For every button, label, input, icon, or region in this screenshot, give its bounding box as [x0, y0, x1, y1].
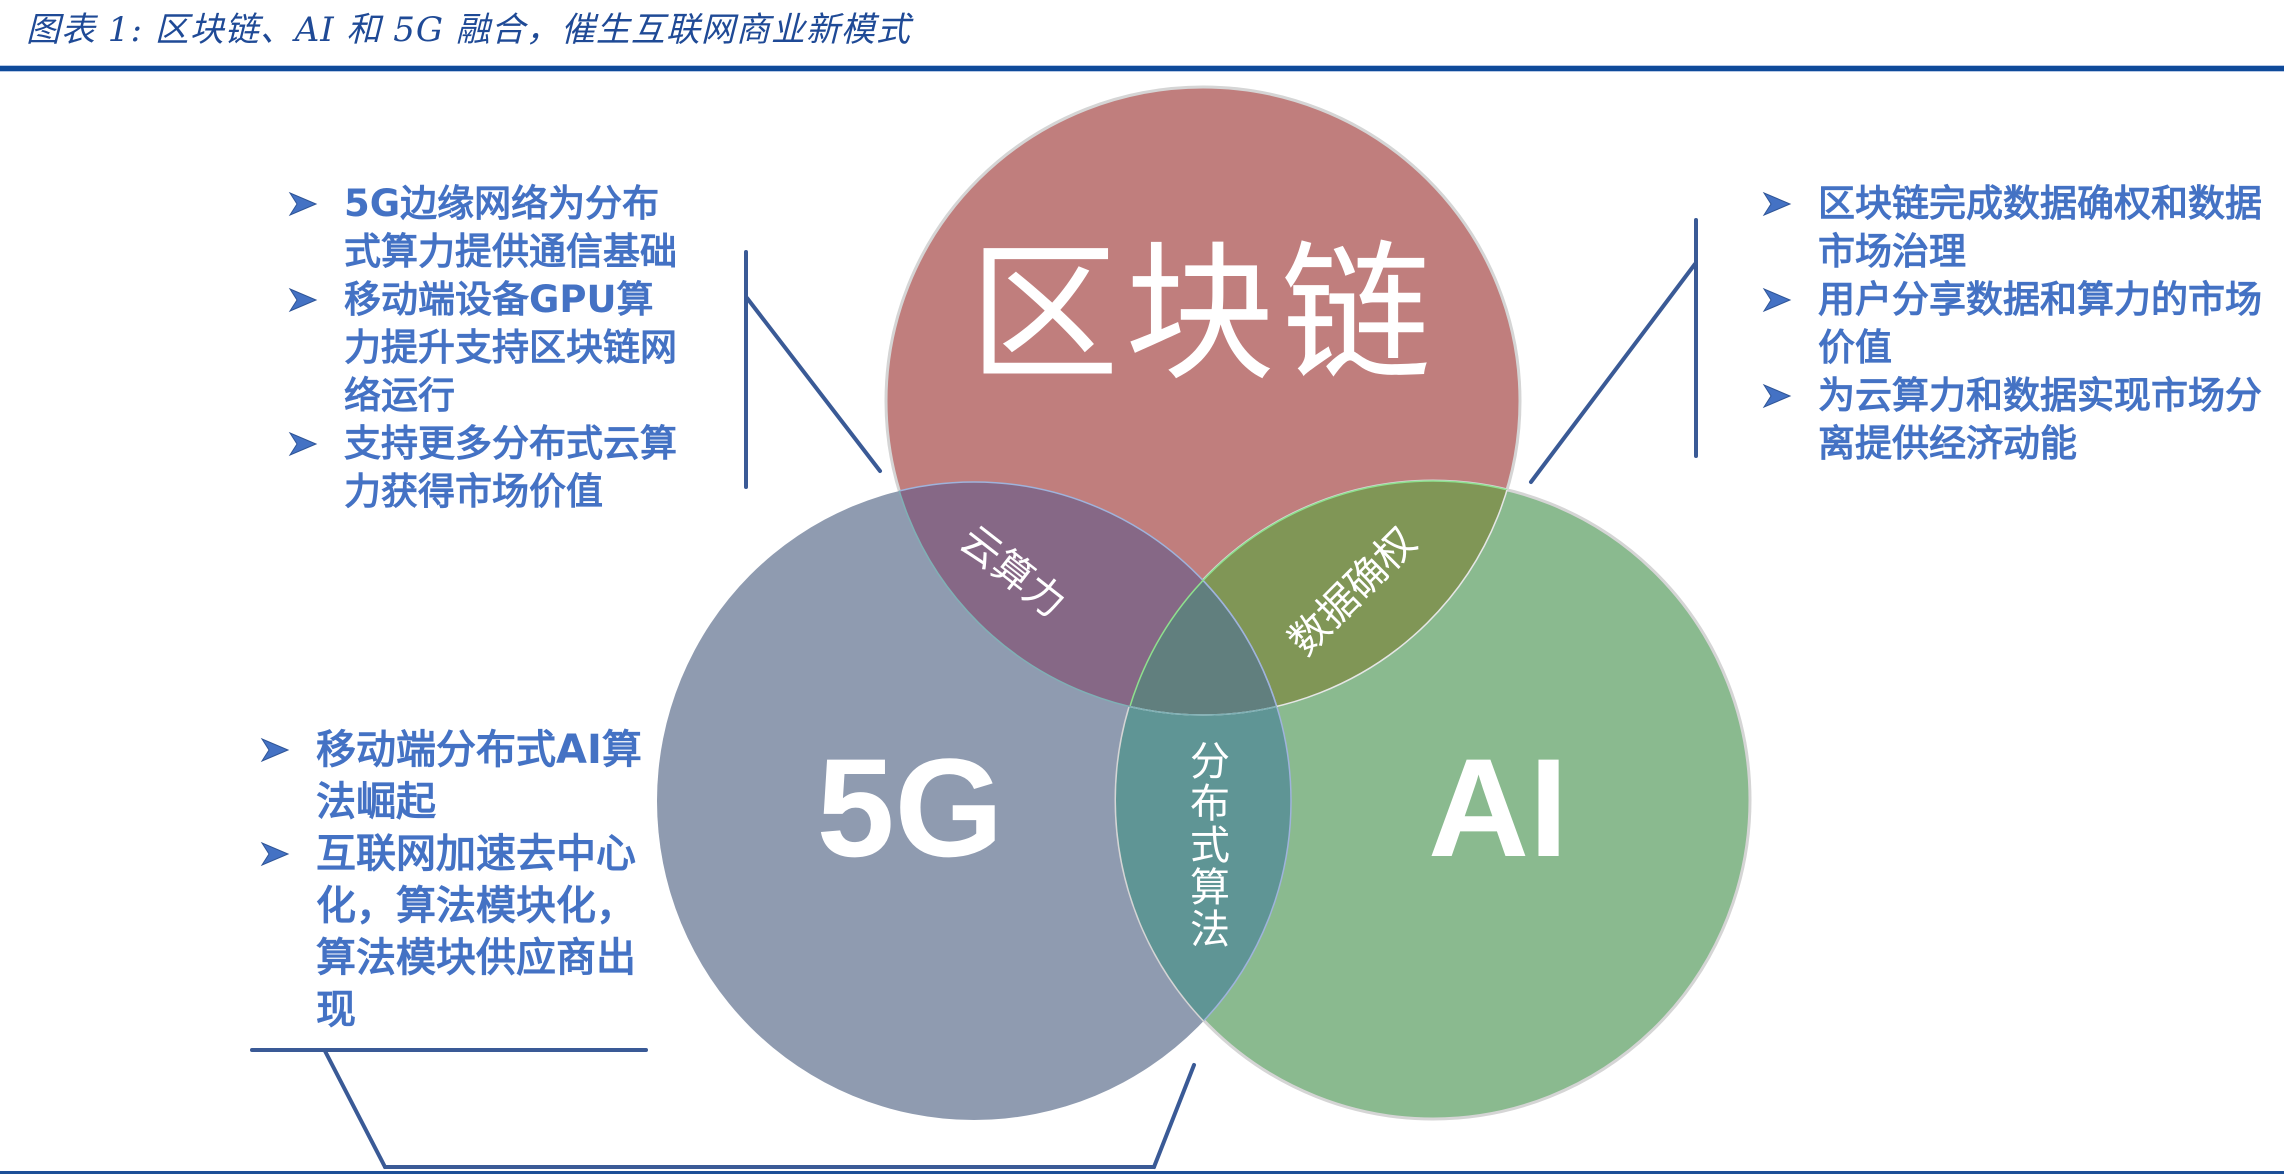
bullet-item: 区块链完成数据确权和数据市场治理 — [1762, 180, 2278, 276]
overlap-label-distributed-algorithm: 分布式算法 — [1183, 740, 1229, 950]
bullet-text: 移动端设备GPU算力提升支持区块链网络运行 — [344, 278, 677, 417]
arrowhead-bullet-icon — [260, 737, 290, 763]
connector-bottom-diagonal-left — [323, 1049, 387, 1169]
bullet-text: 移动端分布式AI算法崛起 — [316, 727, 642, 825]
bullet-text: 用户分享数据和算力的市场价值 — [1818, 278, 2262, 369]
arrowhead-bullet-icon — [288, 431, 318, 457]
bullet-text: 区块链完成数据确权和数据市场治理 — [1818, 182, 2262, 273]
arrowhead-bullet-icon — [1762, 287, 1792, 313]
arrowhead-bullet-icon — [288, 287, 318, 313]
bullet-text: 支持更多分布式云算力获得市场价值 — [344, 422, 677, 513]
bullet-item: 5G边缘网络为分布式算力提供通信基础 — [288, 180, 688, 276]
bullet-item: 互联网加速去中心化，算法模块化，算法模块供应商出现 — [260, 828, 650, 1036]
callout-5g-ai: 移动端分布式AI算法崛起 互联网加速去中心化，算法模块化，算法模块供应商出现 — [260, 724, 650, 1036]
circle-label-blockchain: 区块链 — [968, 228, 1437, 402]
callout-blockchain-ai: 区块链完成数据确权和数据市场治理 用户分享数据和算力的市场价值 为云算力和数据实… — [1762, 180, 2278, 468]
connector-left-top-diagonal — [745, 296, 882, 473]
bullet-text: 为云算力和数据实现市场分离提供经济动能 — [1818, 374, 2262, 465]
bullet-item: 支持更多分布式云算力获得市场价值 — [288, 420, 688, 516]
arrowhead-bullet-icon — [1762, 191, 1792, 217]
callout-blockchain-5g: 5G边缘网络为分布式算力提供通信基础 移动端设备GPU算力提升支持区块链网络运行… — [288, 180, 688, 516]
connector-lines — [250, 218, 1698, 1169]
arrowhead-bullet-icon — [260, 841, 290, 867]
connector-bottom-diagonal-right — [1152, 1063, 1196, 1169]
bottom-divider — [0, 1171, 2284, 1174]
circle-label-ai: AI — [1428, 729, 1568, 886]
bullet-item: 用户分享数据和算力的市场价值 — [1762, 276, 2278, 372]
arrowhead-bullet-icon — [288, 191, 318, 217]
arrowhead-bullet-icon — [1762, 383, 1792, 409]
bullet-text: 5G边缘网络为分布式算力提供通信基础 — [344, 182, 677, 273]
circle-label-5g: 5G — [816, 729, 1004, 886]
figure-title: 图表 1: 区块链、AI 和 5G 融合，催生互联网商业新模式 — [26, 10, 911, 50]
title-divider — [0, 66, 2284, 71]
bullet-text: 互联网加速去中心化，算法模块化，算法模块供应商出现 — [316, 831, 636, 1033]
bullet-item: 移动端设备GPU算力提升支持区块链网络运行 — [288, 276, 688, 420]
bullet-item: 移动端分布式AI算法崛起 — [260, 724, 650, 828]
connector-right-top-diagonal — [1529, 262, 1697, 484]
bullet-item: 为云算力和数据实现市场分离提供经济动能 — [1762, 372, 2278, 468]
